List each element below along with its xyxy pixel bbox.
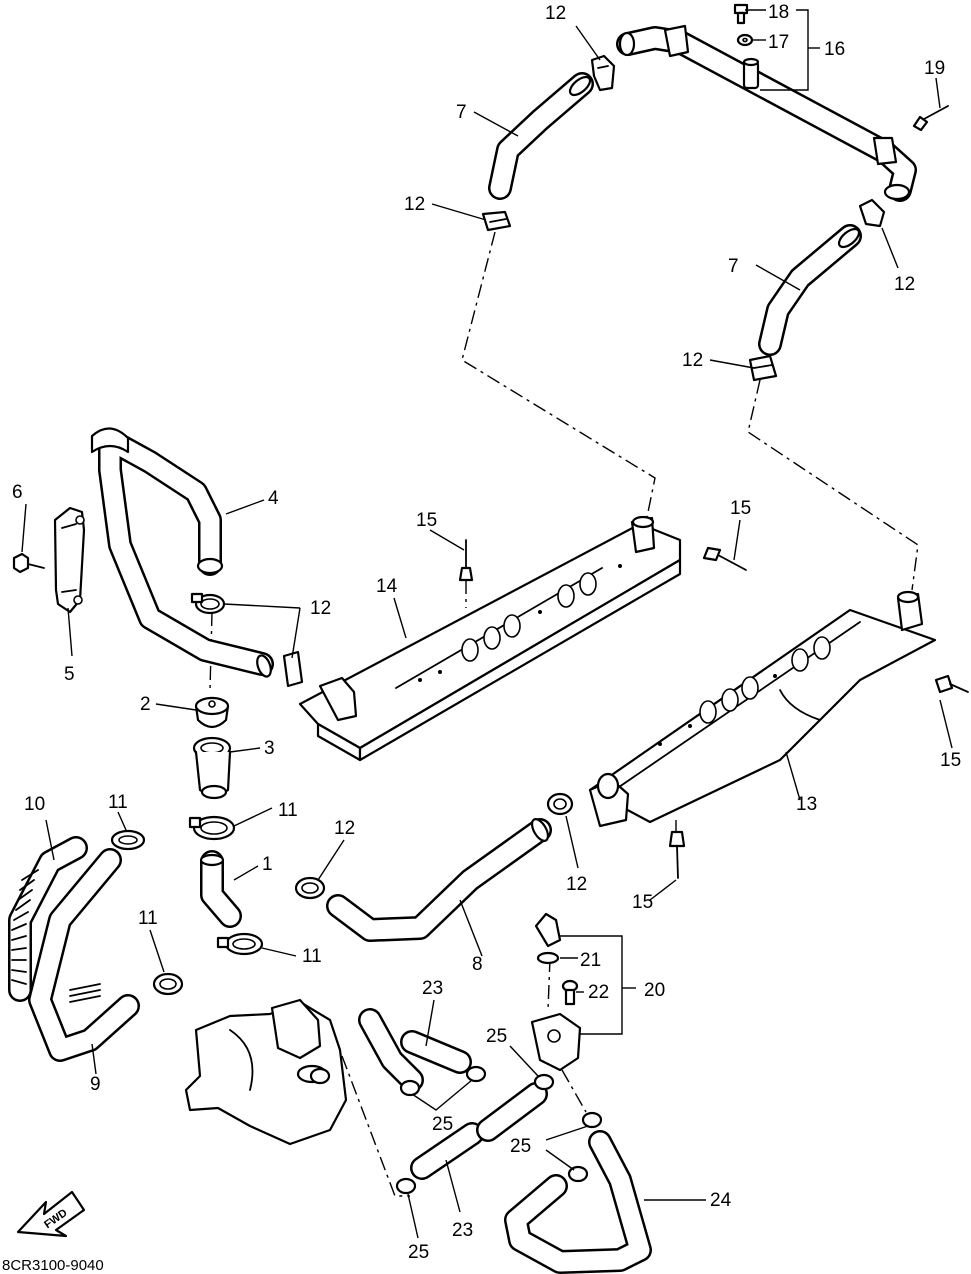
leader-lines	[21, 9, 953, 1239]
rivet-15-bottom	[668, 830, 686, 879]
clamp-12-upper-left	[481, 210, 512, 232]
clamp-12-hose8	[294, 876, 326, 900]
callout-5: 5	[64, 664, 75, 685]
callout-1: 1	[262, 854, 273, 875]
hose-8	[326, 818, 552, 942]
radiator-pipe-4	[90, 427, 274, 678]
callout-23: 23	[422, 978, 443, 999]
callout-12: 12	[545, 3, 566, 24]
callout-4: 4	[268, 488, 279, 509]
drawing-code: 8CR3100-9040	[2, 1257, 104, 1274]
callout-12: 12	[566, 874, 587, 895]
hose-23-upper	[358, 1008, 472, 1092]
hose-7-right	[758, 224, 862, 356]
callout-15: 15	[416, 510, 437, 531]
rivet-15-right	[934, 674, 969, 694]
callout-11: 11	[138, 908, 158, 929]
callout-25: 25	[486, 1026, 507, 1047]
clamp-11-lower	[216, 932, 264, 956]
callout-7: 7	[456, 102, 467, 123]
bracket-5	[53, 506, 86, 614]
clamp-11-left-mid	[152, 972, 184, 996]
clamp-12-cap	[190, 592, 226, 615]
callout-8: 8	[472, 954, 483, 975]
rivet-15-radiator14	[458, 539, 474, 582]
radiator-14	[298, 515, 682, 762]
clamp-25-f	[395, 1177, 417, 1195]
pump-housing	[184, 998, 348, 1146]
callout-12: 12	[310, 598, 331, 619]
radiator-cap-2	[194, 696, 230, 729]
callout-20: 20	[644, 980, 665, 1001]
callout-17: 17	[768, 32, 789, 53]
clamp-25-g	[309, 1067, 331, 1085]
callout-11: 11	[278, 800, 298, 821]
callout-19: 19	[924, 58, 945, 79]
clamp-12-radiator-left	[282, 650, 304, 688]
callout-18: 18	[768, 2, 789, 23]
callout-16: 16	[824, 39, 845, 60]
clamp-12-radiator-right	[546, 792, 574, 816]
callout-21: 21	[580, 950, 601, 971]
callout-25: 25	[510, 1136, 531, 1157]
callout-12: 12	[404, 194, 425, 215]
clamp-25-b	[465, 1065, 487, 1083]
clamp-11-left-top	[110, 829, 146, 851]
callout-25: 25	[408, 1242, 429, 1263]
callout-11: 11	[108, 792, 128, 813]
clamp-25-d	[581, 1111, 603, 1129]
clamp-25-c	[533, 1073, 555, 1091]
callout-2: 2	[140, 694, 151, 715]
o-ring-21	[536, 951, 560, 965]
callout-13: 13	[796, 794, 817, 815]
clamp-25-a	[399, 1079, 421, 1097]
radiator-13	[588, 590, 937, 828]
clamp-12-mid-right	[748, 354, 778, 382]
washer-17	[736, 33, 754, 47]
cross-pipe-assembly	[616, 24, 917, 202]
hose-7-left	[488, 72, 594, 200]
clamp-12-upper-right	[858, 198, 886, 228]
clamp-12-top	[590, 54, 616, 92]
hose-24	[504, 1130, 652, 1274]
filler-neck-3	[192, 736, 232, 800]
callout-24: 24	[710, 1190, 732, 1211]
clamp-11-upper	[188, 815, 236, 841]
callout-12: 12	[334, 818, 355, 839]
rivet-19	[912, 105, 949, 132]
callout-12: 12	[682, 350, 703, 371]
thermostat-housing	[530, 1012, 582, 1072]
callout-25: 25	[432, 1114, 453, 1135]
callout-15: 15	[730, 498, 751, 519]
screw-22	[561, 979, 579, 1006]
callout-15: 15	[632, 892, 653, 913]
callout-3: 3	[264, 738, 275, 759]
hose-10-corrugated	[8, 836, 88, 1002]
hose-23-lower	[410, 1082, 548, 1180]
callout-9: 9	[90, 1074, 101, 1095]
rivet-15-top-right	[702, 546, 747, 571]
forward-direction-arrow: FWD	[16, 1190, 86, 1238]
callout-labels: 12 18 17 16 19 7 12 7 12 12 4 6 15 15 14…	[12, 2, 961, 1263]
callout-7: 7	[728, 256, 739, 277]
callout-6: 6	[12, 482, 23, 503]
callout-15: 15	[940, 750, 961, 771]
callout-22: 22	[588, 982, 609, 1003]
callout-12: 12	[894, 274, 915, 295]
bolt-18	[733, 3, 749, 25]
callout-11: 11	[302, 946, 322, 967]
hose-1	[199, 850, 242, 928]
callout-10: 10	[24, 794, 45, 815]
bolt-6	[12, 552, 45, 574]
hose-9	[28, 848, 140, 1062]
callout-14: 14	[376, 576, 398, 597]
thermostat-cap-part	[534, 912, 562, 948]
callout-23: 23	[452, 1220, 473, 1241]
